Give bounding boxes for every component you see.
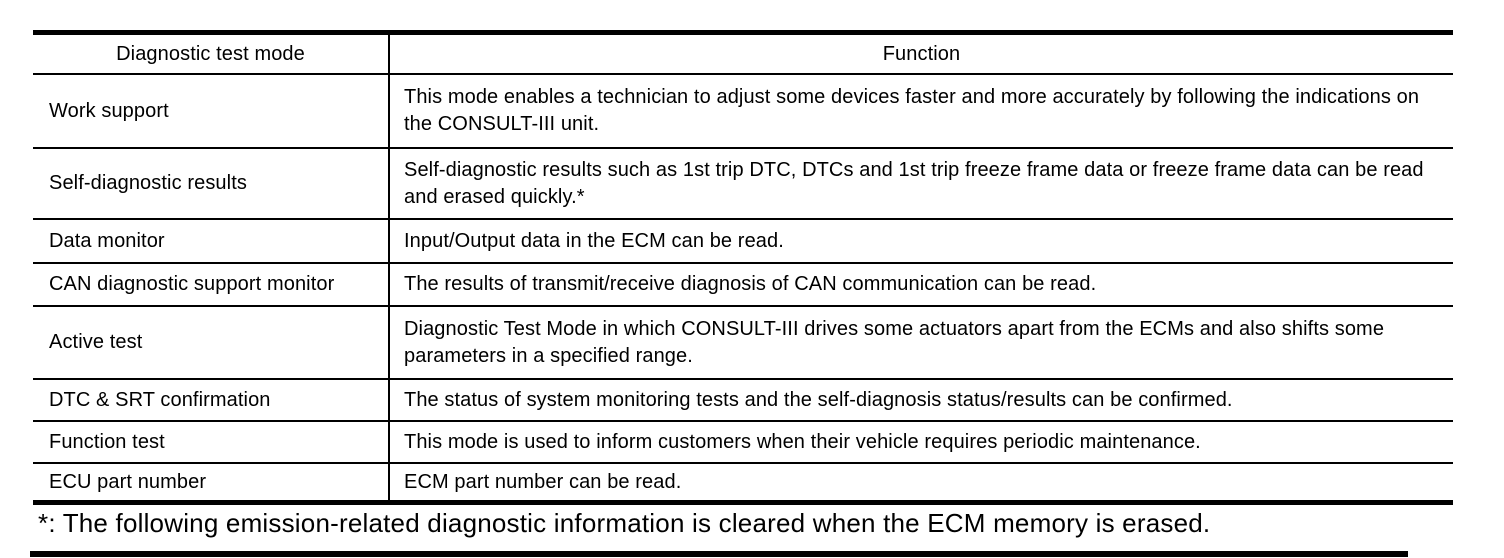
function-cell: Input/Output data in the ECM can be read… <box>389 219 1453 264</box>
mode-cell: Data monitor <box>33 219 390 264</box>
table-row-self-diagnostic-results: Self-diagnostic results Self-diagnostic … <box>33 148 1453 220</box>
function-cell: The results of transmit/receive diagnosi… <box>389 263 1453 307</box>
column-header-diagnostic-test-mode: Diagnostic test mode <box>33 32 390 75</box>
table-row-can-diagnostic-support-monitor: CAN diagnostic support monitor The resul… <box>33 263 1453 307</box>
table-row-dtc-srt-confirmation: DTC & SRT confirmation The status of sys… <box>33 379 1453 422</box>
mode-cell: Function test <box>33 421 390 464</box>
table-row-ecu-part-number: ECU part number ECM part number can be r… <box>33 463 1453 503</box>
mode-cell: CAN diagnostic support monitor <box>33 263 390 307</box>
mode-cell: ECU part number <box>33 463 390 503</box>
mode-cell: Work support <box>33 74 390 149</box>
table-row-data-monitor: Data monitor Input/Output data in the EC… <box>33 219 1453 264</box>
column-header-function: Function <box>389 32 1453 75</box>
footnote: *: The following emission-related diagno… <box>38 508 1211 538</box>
function-cell: Diagnostic Test Mode in which CONSULT-II… <box>389 306 1453 380</box>
diagnostic-test-mode-table: Diagnostic test mode Function Work suppo… <box>33 30 1453 505</box>
mode-cell: Self-diagnostic results <box>33 148 390 220</box>
table-header-row: Diagnostic test mode Function <box>33 32 1453 75</box>
mode-cell: Active test <box>33 306 390 380</box>
table-row-active-test: Active test Diagnostic Test Mode in whic… <box>33 306 1453 380</box>
function-cell: This mode enables a technician to adjust… <box>389 74 1453 149</box>
bottom-page-rule <box>30 551 1408 557</box>
mode-cell: DTC & SRT confirmation <box>33 379 390 422</box>
function-cell: The status of system monitoring tests an… <box>389 379 1453 422</box>
function-cell: Self-diagnostic results such as 1st trip… <box>389 148 1453 220</box>
table-row-work-support: Work support This mode enables a technic… <box>33 74 1453 149</box>
function-cell: ECM part number can be read. <box>404 470 682 493</box>
function-cell: This mode is used to inform customers wh… <box>389 421 1453 464</box>
table-row-function-test: Function test This mode is used to infor… <box>33 421 1453 464</box>
